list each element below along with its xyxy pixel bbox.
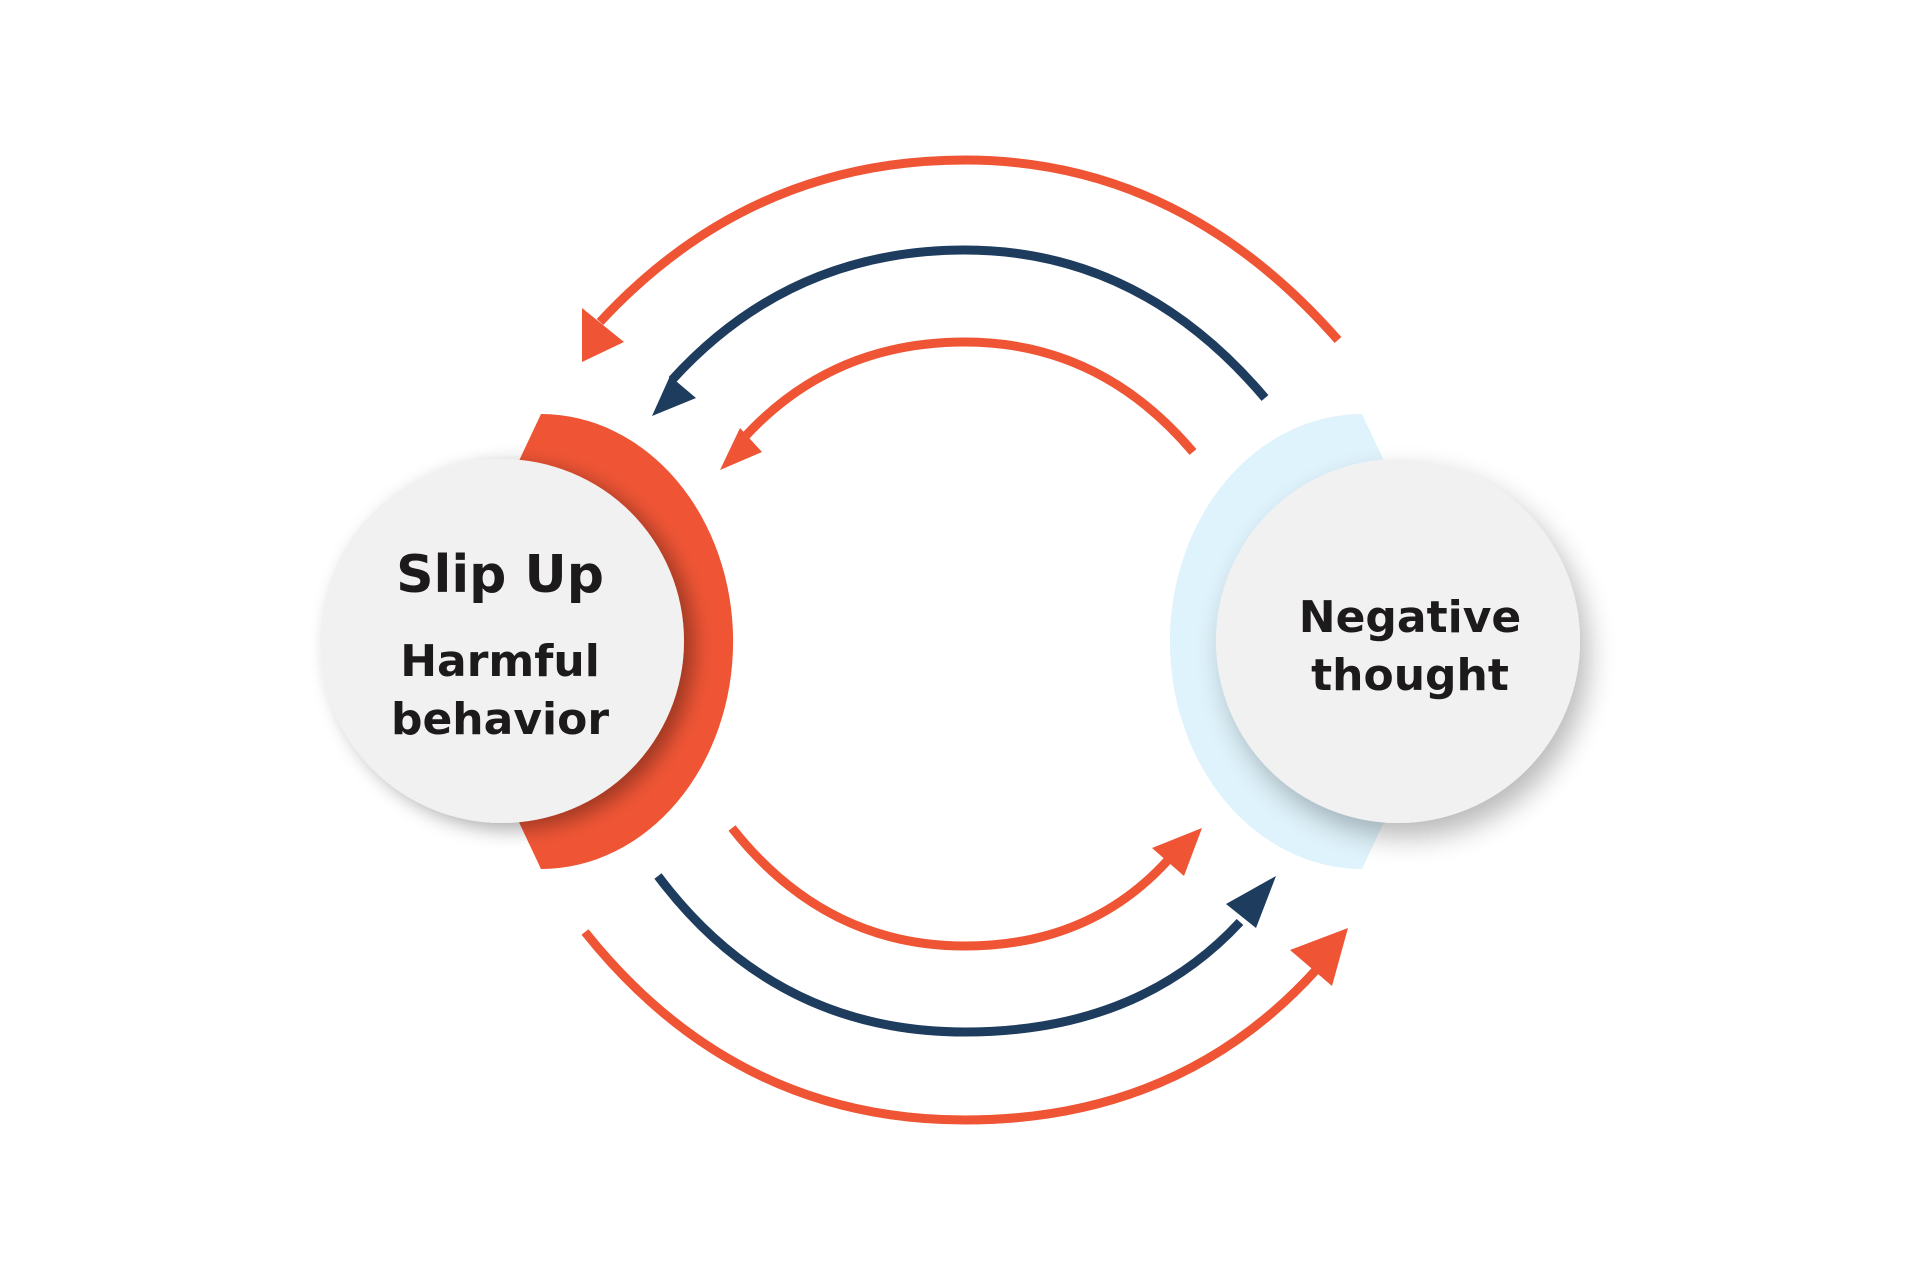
negative-thought-circle <box>1216 459 1580 823</box>
arrows-to-slip-up <box>582 155 1342 470</box>
arrow-outer-top-head <box>582 308 624 362</box>
arrow-outer-bottom-head <box>1290 928 1348 986</box>
slip-up-title: Slip Up <box>396 545 604 605</box>
arrow-inner-top-head <box>720 428 762 470</box>
negative-thought-line2: thought <box>1311 650 1509 701</box>
negative-thought-line1: Negative <box>1299 592 1522 643</box>
arrow-inner-top <box>738 337 1197 455</box>
arrow-inner-bottom-head <box>1152 828 1202 876</box>
arrow-outer-top <box>596 155 1342 343</box>
arrow-middle-bottom-head <box>1226 876 1276 928</box>
arrow-middle-top-head <box>652 376 696 416</box>
slip-up-subtitle-line2: behavior <box>391 694 609 745</box>
arrow-inner-bottom <box>728 825 1172 951</box>
arrows-to-negative-thought <box>581 825 1348 1125</box>
slip-up-subtitle-line1: Harmful <box>400 636 600 687</box>
slip-up-circle <box>320 459 684 823</box>
arrow-middle-bottom <box>654 873 1244 1037</box>
node-negative-thought: Negative thought <box>1169 414 1580 869</box>
arrow-middle-top <box>668 245 1269 401</box>
node-slip-up: Slip Up Harmful behavior <box>320 414 734 869</box>
arrow-outer-bottom <box>581 929 1320 1125</box>
